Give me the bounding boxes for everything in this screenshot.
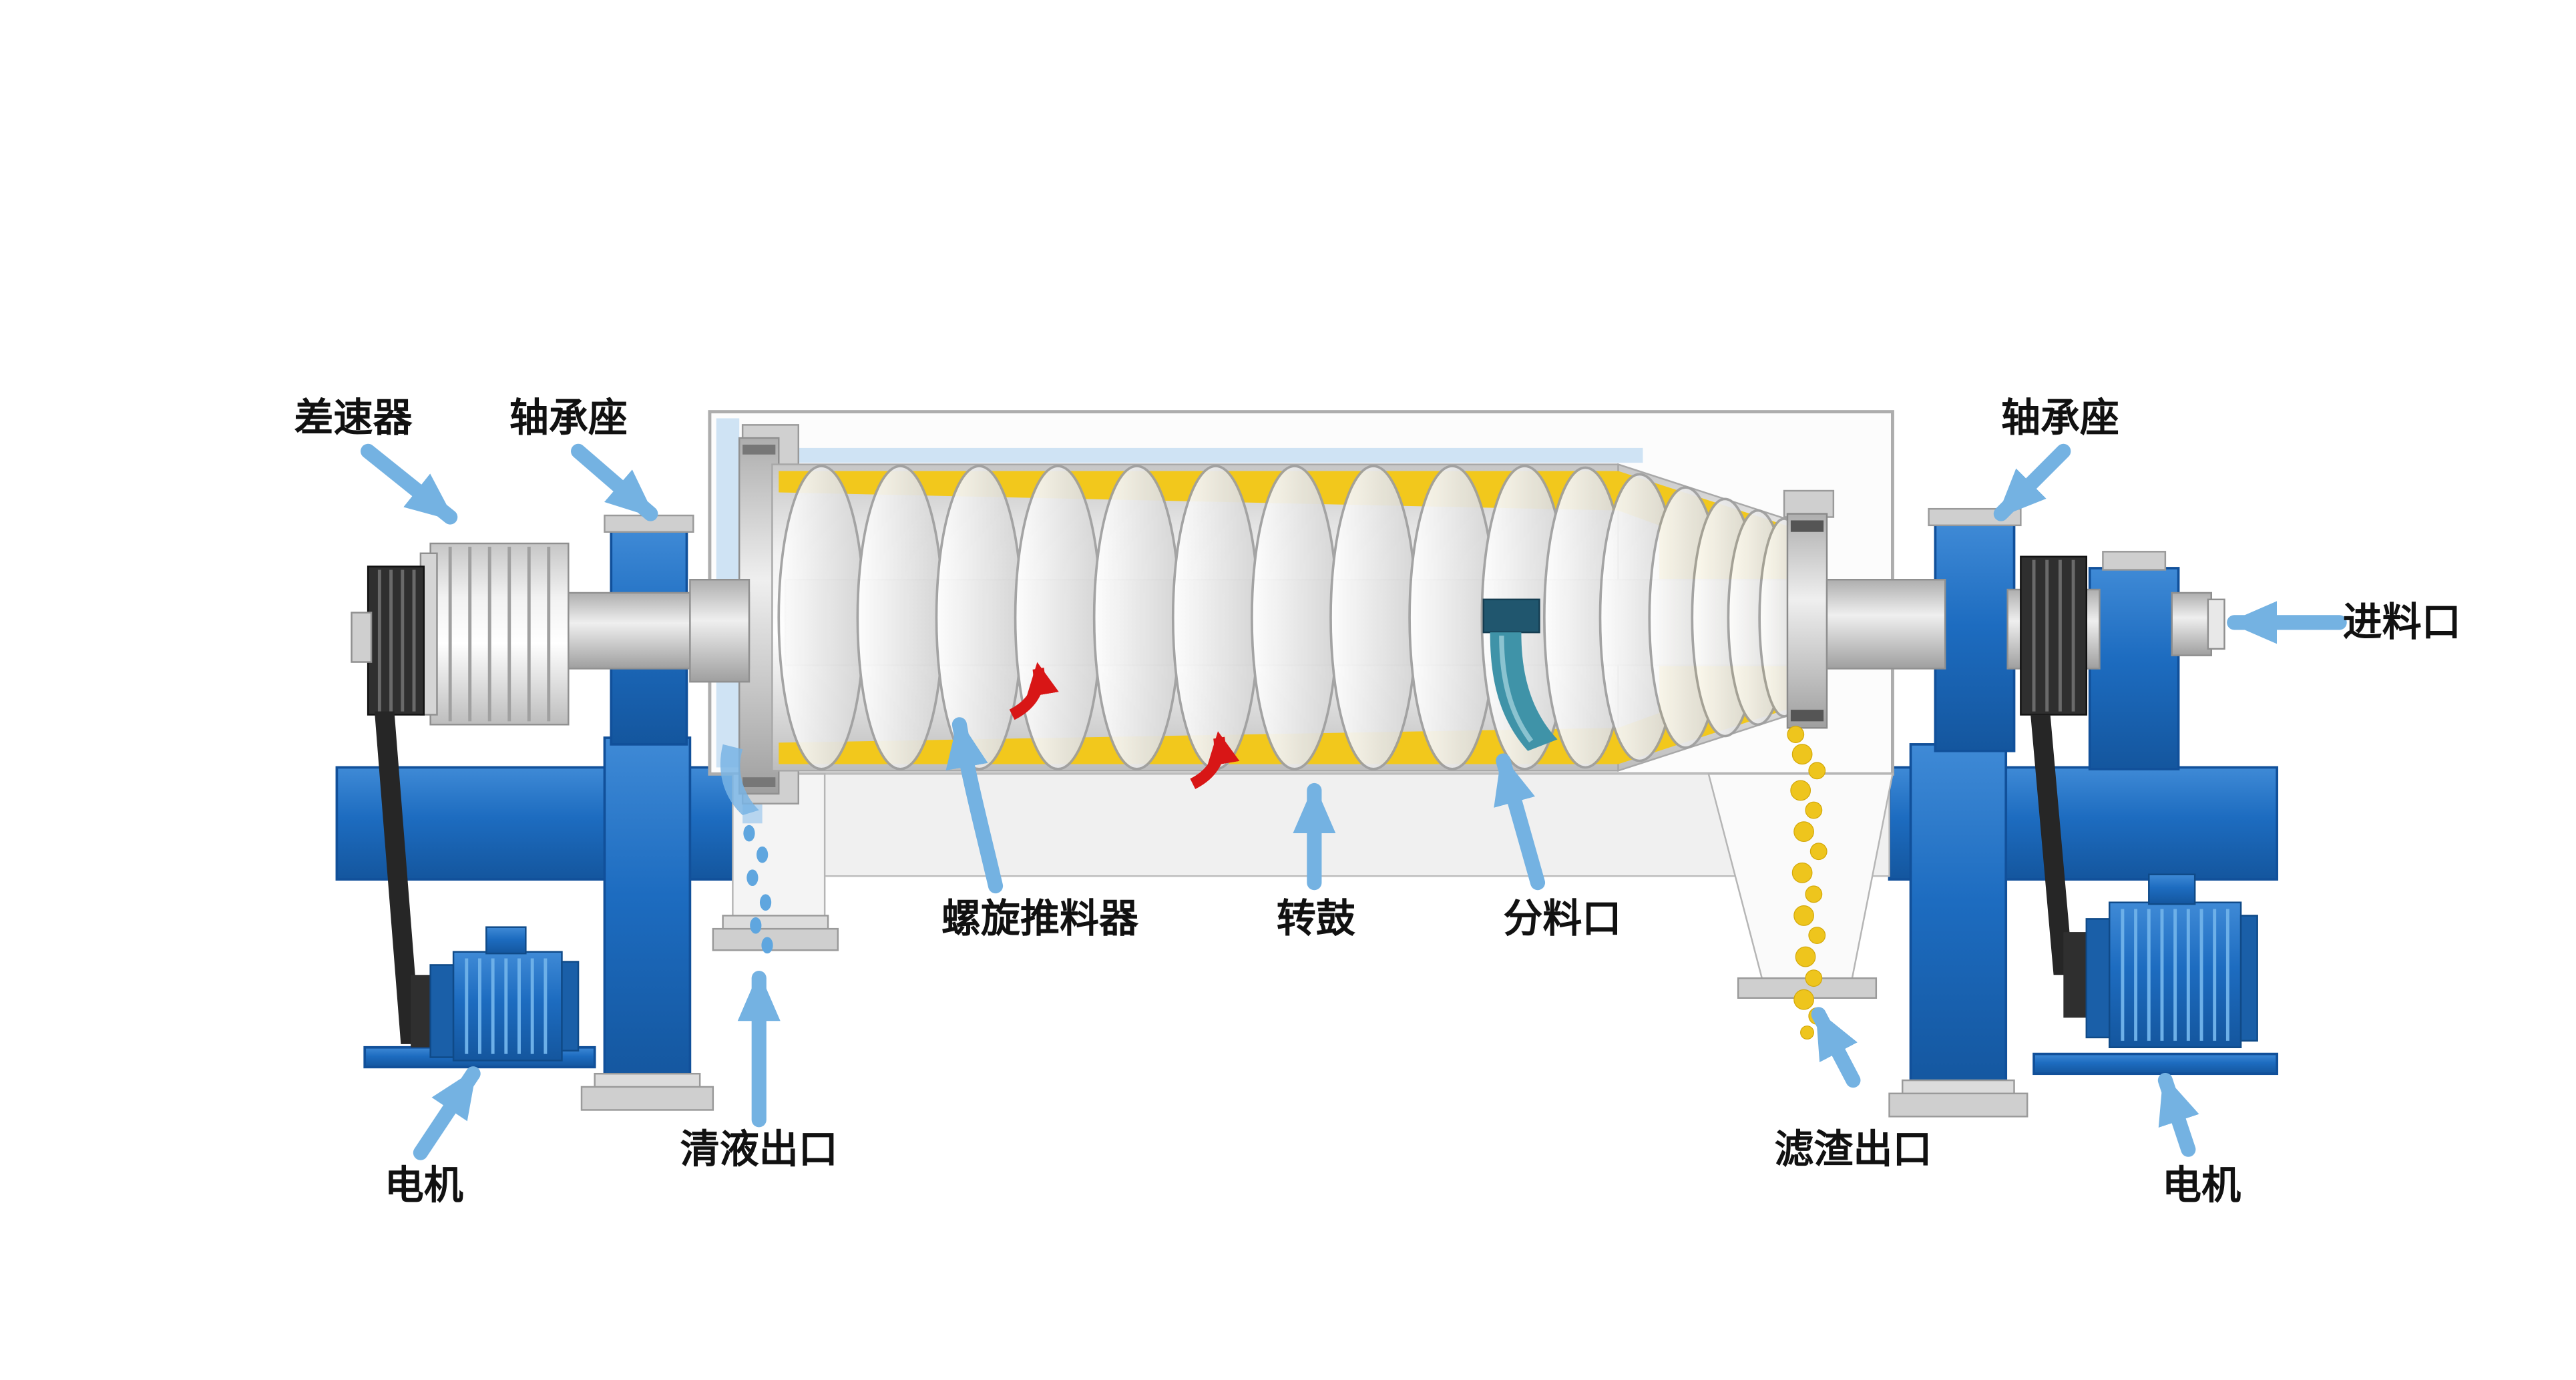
feed-block-cap [2102,551,2167,571]
feed-end-block [2088,567,2180,770]
label-arrows [361,443,2347,1160]
label-bearing-right: 轴承座 [2001,395,2119,440]
label-motor-left: 电机 [385,1163,463,1208]
right-leg [1909,743,2008,1095]
bowl-right-flange [1786,513,1946,729]
arrow-bearing-right [1993,443,2071,521]
arrow-residue-outlet [1811,1007,1861,1088]
left-drive-train [351,542,750,1044]
arrow-distribution-port [1494,753,1546,891]
motor-right [2063,873,2258,1048]
left-drive-belt [374,711,421,1044]
clear-liquid-drops [743,825,773,954]
clear-liquid-stream [720,744,759,815]
arrow-motor-left [413,1066,481,1160]
differential-gearbox [403,542,570,726]
right-drive-belt [2030,714,2074,975]
red-flow-arrow-2 [1190,731,1240,789]
label-residue-outlet: 滤渣出口 [1774,1126,1932,1171]
label-clear-liquid-outlet: 清液出口 [680,1126,838,1171]
bearing-seat-right [1934,522,2016,752]
red-flow-arrow-1 [1009,662,1059,720]
feed-inlet-pipe [2171,592,2225,656]
distribution-port-block [1482,598,1540,634]
label-feed-inlet: 进料口 [2343,600,2461,644]
arrow-differential [361,443,458,525]
labels: 差速器 轴承座 轴承座 进料口 螺旋推料器 转鼓 分料口 清液出口 滤渣出口 电… [294,395,2460,1208]
label-screw-conveyor: 螺旋推料器 [941,896,1139,941]
right-shaft [1826,579,1946,670]
right-belt-pulley [2020,555,2088,716]
arrow-motor-right [2157,1072,2199,1157]
arrow-bearing-left [571,443,658,521]
arrow-screw-conveyor [945,717,1004,894]
left-belt-pulley [351,565,425,716]
label-motor-right: 电机 [2162,1163,2241,1208]
motor-base-right [2032,1052,2279,1076]
distribution-stream [1490,632,1558,751]
label-differential: 差速器 [294,395,413,440]
right-drive-train [2006,555,2225,975]
label-bearing-left: 轴承座 [509,395,628,440]
feet-and-caps [580,507,2167,1118]
label-drum: 转鼓 [1277,896,1356,941]
motor-left [411,926,580,1062]
left-leg [603,736,692,1088]
label-distribution-port: 分料口 [1503,896,1621,941]
